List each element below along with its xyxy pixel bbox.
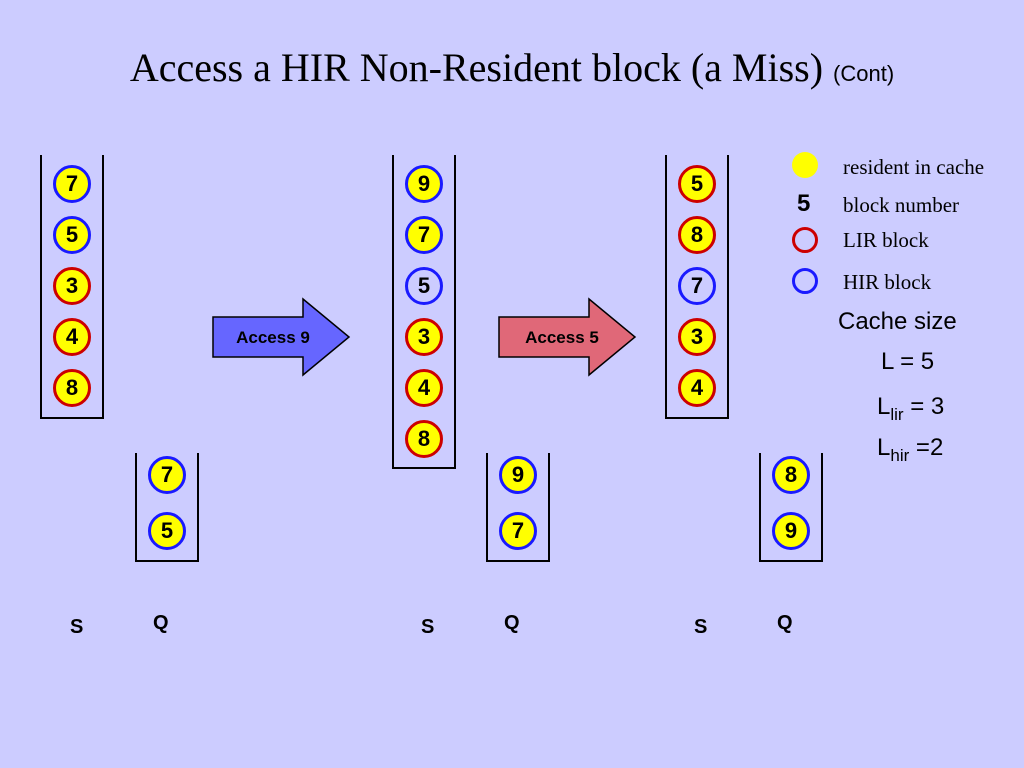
block-q2-1: 7 (499, 512, 537, 550)
block-s1-1: 5 (53, 216, 91, 254)
stack-s-1: 7 5 3 4 8 (40, 155, 104, 419)
cache-llir-sym: L (877, 393, 891, 420)
arrow-access-5: Access 5 (498, 297, 637, 377)
q-label-3: Q (777, 612, 793, 634)
cache-llir-val: = 3 (903, 393, 945, 420)
block-s2-2: 5 (405, 267, 443, 305)
title-main: Access a HIR Non-Resident block (a Miss) (129, 45, 824, 90)
stack-q-1: 7 5 (135, 453, 199, 562)
block-s2-5: 8 (405, 420, 443, 458)
block-s1-2: 3 (53, 267, 91, 305)
legend-block-number-label: block number (843, 193, 960, 217)
block-s1-4: 8 (53, 369, 91, 407)
arrow-shape-1 (212, 297, 351, 377)
stack-q-3: 8 9 (759, 453, 823, 562)
block-s1-0: 7 (53, 165, 91, 203)
s-label-2: S (421, 616, 435, 638)
block-q1-1: 5 (148, 512, 186, 550)
arrow-label-2: Access 5 (525, 328, 599, 347)
cache-lhir-val: =2 (909, 434, 944, 461)
block-q3-1: 9 (772, 512, 810, 550)
q-label-1: Q (153, 612, 169, 634)
arrow-access-9: Access 9 (212, 297, 351, 377)
legend-lir-icon (792, 227, 818, 253)
arrow-shape-2 (498, 297, 637, 377)
slide-title: Access a HIR Non-Resident block (a Miss)… (0, 44, 1024, 91)
legend-resident-label: resident in cache (843, 155, 985, 179)
legend-block-number-sample: 5 (797, 190, 811, 217)
legend-resident-icon (792, 152, 818, 178)
block-s3-3: 3 (678, 318, 716, 356)
block-s3-2: 7 (678, 267, 716, 305)
cache-llir-sub: lir (890, 404, 904, 424)
block-s2-0: 9 (405, 165, 443, 203)
block-s3-1: 8 (678, 216, 716, 254)
block-s2-1: 7 (405, 216, 443, 254)
block-s2-4: 4 (405, 369, 443, 407)
block-q1-0: 7 (148, 456, 186, 494)
legend-hir-icon (792, 268, 818, 294)
block-q3-0: 8 (772, 456, 810, 494)
block-s1-3: 4 (53, 318, 91, 356)
stack-s-2: 9 7 5 3 4 8 (392, 155, 456, 469)
stack-s-3: 5 8 7 3 4 (665, 155, 729, 419)
block-s3-0: 5 (678, 165, 716, 203)
legend-lir-label: LIR block (843, 228, 929, 252)
s-label-3: S (694, 616, 708, 638)
cache-size-heading: Cache size (838, 308, 957, 335)
cache-lhir-sub: hir (890, 445, 910, 465)
block-s2-3: 3 (405, 318, 443, 356)
cache-lhir-line: Lhir =2 (877, 434, 943, 466)
cache-llir-line: Llir = 3 (877, 393, 944, 425)
block-q2-0: 9 (499, 456, 537, 494)
cache-lhir-sym: L (877, 434, 891, 461)
stack-q-2: 9 7 (486, 453, 550, 562)
q-label-2: Q (504, 612, 520, 634)
block-s3-4: 4 (678, 369, 716, 407)
arrow-label-1: Access 9 (236, 328, 310, 347)
legend-hir-label: HIR block (843, 270, 932, 294)
title-cont: (Cont) (833, 61, 895, 86)
s-label-1: S (70, 616, 84, 638)
cache-l-line: L = 5 (881, 348, 935, 375)
